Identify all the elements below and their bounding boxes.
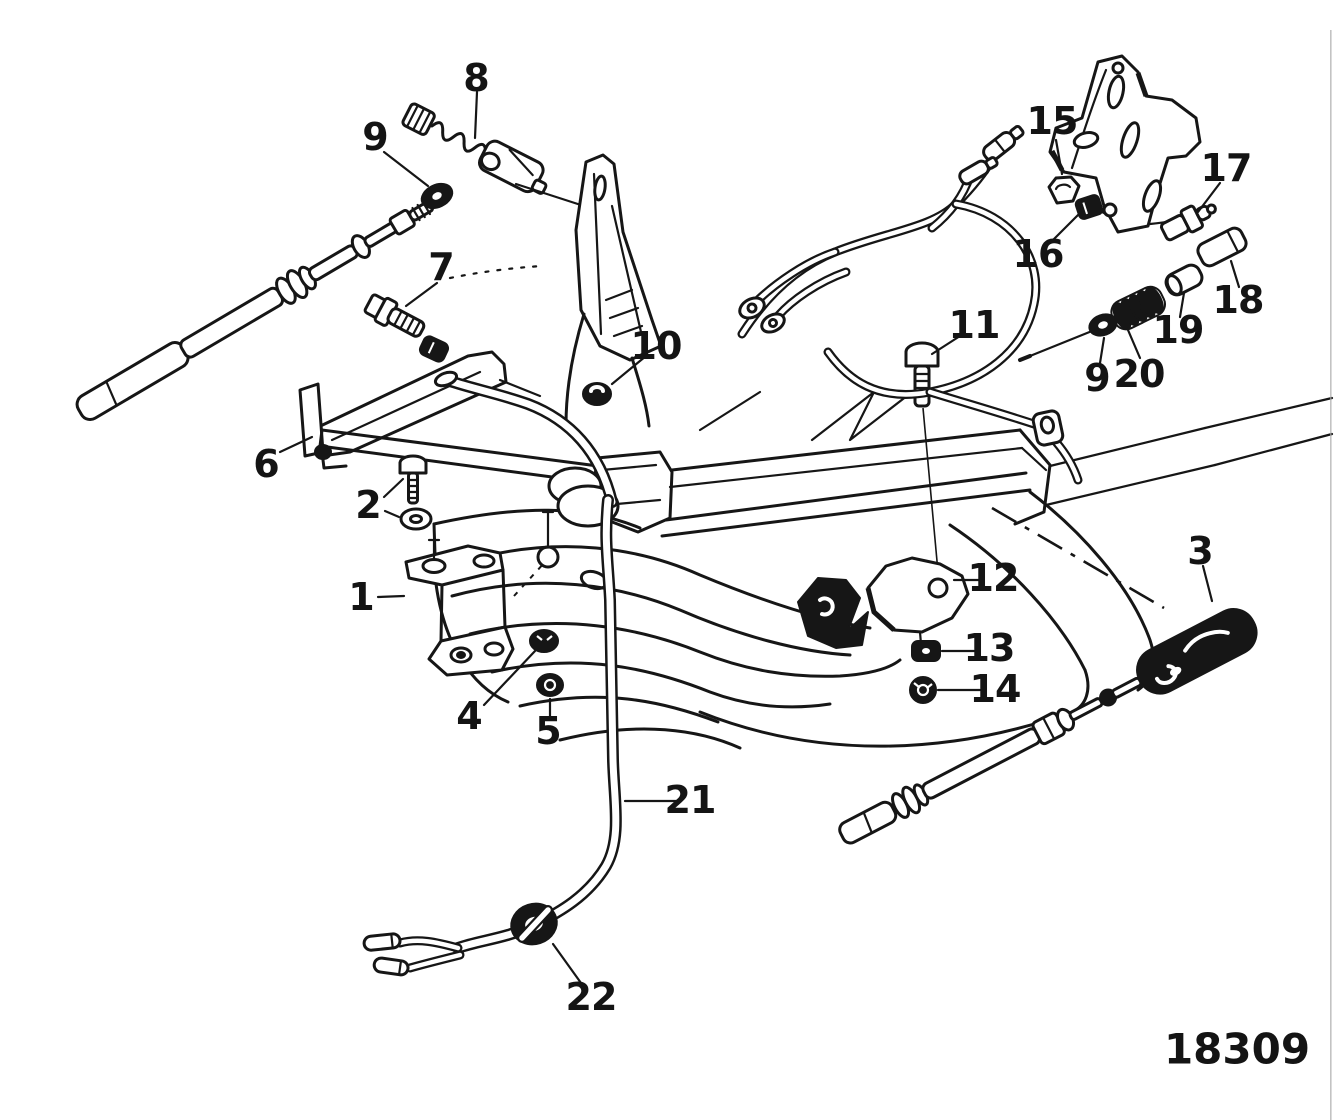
- callout-2: 2: [355, 483, 381, 527]
- callout-21: 21: [664, 778, 717, 822]
- callout-4: 4: [456, 694, 482, 738]
- callout-10: 10: [630, 324, 683, 368]
- callout-17: 17: [1200, 146, 1253, 190]
- washer-2: [399, 507, 433, 531]
- plate-hole: [536, 545, 560, 569]
- bolt-2: [398, 454, 428, 505]
- nut-dark-7: [418, 335, 450, 363]
- nut-14: [909, 676, 937, 704]
- roller-19: [1164, 263, 1204, 297]
- callout-18: 18: [1212, 278, 1265, 322]
- mount-bracket-1: [404, 538, 546, 677]
- callout-7: 7: [428, 245, 454, 289]
- callout-3: 3: [1187, 529, 1213, 573]
- main-beam: [318, 390, 1334, 538]
- wiring-harness: [737, 124, 1083, 485]
- callout-13: 13: [963, 626, 1016, 670]
- bolt-7: [363, 293, 426, 338]
- callout-20: 20: [1113, 352, 1166, 396]
- nut-13: [911, 640, 941, 662]
- ring-terminal: [738, 296, 766, 320]
- shift-cable-upper: [75, 200, 435, 422]
- flange-nut-4: [529, 629, 559, 653]
- nut-10: [582, 382, 612, 406]
- cable-bracket-12: [797, 556, 970, 649]
- callout-1: 1: [348, 575, 374, 619]
- ring-terminal: [760, 312, 786, 334]
- paddle-handle-3: [1136, 608, 1258, 695]
- callout-6: 6: [253, 442, 279, 486]
- washer-9-right: [1088, 313, 1118, 337]
- callout-14: 14: [969, 667, 1022, 711]
- callout-8: 8: [463, 56, 489, 100]
- anchor-bracket-plate: [1048, 54, 1202, 234]
- drawing-number: 18309: [1163, 1024, 1311, 1074]
- callout-5: 5: [535, 709, 561, 753]
- callout-12: 12: [967, 556, 1020, 600]
- harness-clamp: [1031, 409, 1065, 447]
- sleeve-18: [1196, 226, 1248, 268]
- throttle-cable-lower: [838, 608, 1258, 845]
- harness-connector: [958, 156, 999, 186]
- callout-9-left: 9: [362, 115, 388, 159]
- callout-22: 22: [565, 975, 618, 1019]
- fitting-17: [1159, 203, 1217, 242]
- bullet-terminal: [372, 956, 410, 977]
- battery-cable-21: [362, 370, 622, 977]
- callout-16: 16: [1012, 232, 1065, 276]
- frame-post: [564, 153, 663, 428]
- hex-nut-15: [1047, 175, 1081, 205]
- callout-11: 11: [948, 303, 1001, 347]
- washer-9-left: [420, 182, 454, 210]
- callout-9-right: 9: [1084, 356, 1110, 400]
- throttle-arm-6: [298, 350, 542, 470]
- callout-15: 15: [1026, 99, 1079, 143]
- nut-16: [1074, 194, 1104, 220]
- harness-connector: [982, 124, 1025, 162]
- flange-nut-5: [536, 673, 564, 697]
- bullet-terminal: [362, 932, 402, 952]
- callout-19: 19: [1152, 308, 1205, 352]
